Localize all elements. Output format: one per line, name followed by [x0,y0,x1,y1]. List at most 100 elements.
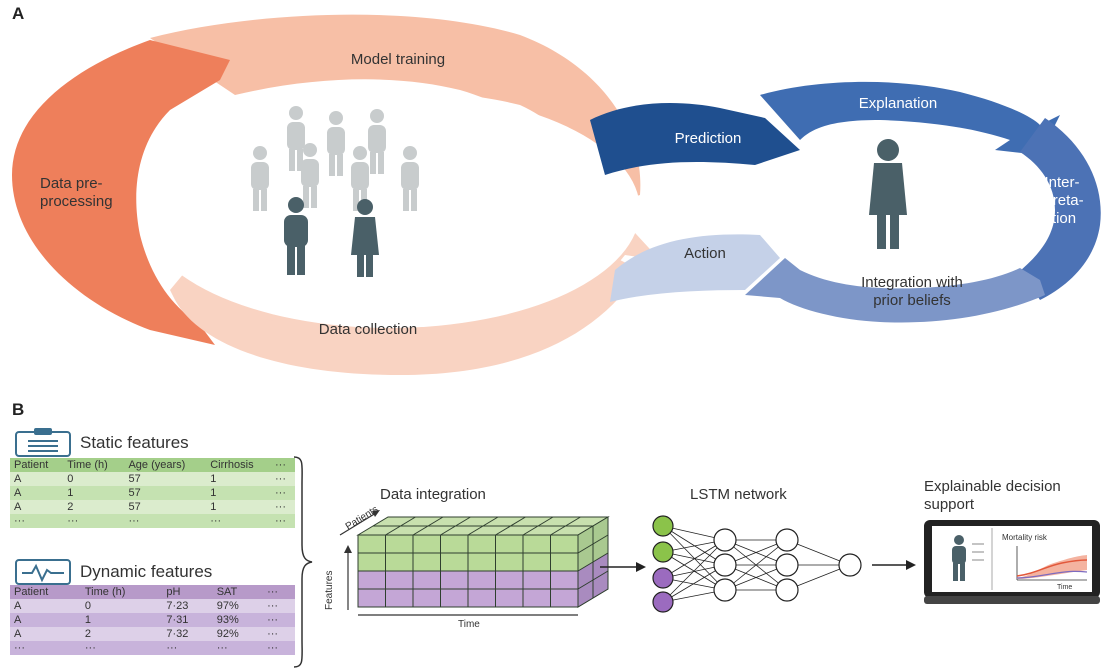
table-cell: A [10,599,81,613]
label-integration-2: prior beliefs [873,292,951,309]
label-prediction: Prediction [675,130,742,147]
table-cell: ··· [263,641,295,655]
table-cell: ··· [263,613,295,627]
axis-label-features: Features [324,571,335,610]
table-header-cell: pH [162,585,213,599]
table-cell: A [10,627,81,641]
table-cell: 57 [124,472,207,486]
label-interpretation-3: tion [1052,210,1076,227]
table-cell: 92% [212,627,264,641]
label-interpretation-1: Inter- [1044,174,1079,191]
table-cell: 2 [63,500,125,514]
table-cell: ··· [263,599,295,613]
label-data-preprocessing-2: processing [40,193,113,210]
person-icon [284,197,308,275]
label-model-training: Model training [351,51,445,68]
data-integration-cube: Patients Features Time [324,505,610,630]
table-cell: ··· [271,472,295,486]
table-cell: 97% [212,599,264,613]
screen-chart-title: Mortality risk [1002,533,1048,542]
person-icon [351,199,379,277]
table-cell: A [10,613,81,627]
screen-person-icon [952,535,966,581]
table-cell: ··· [124,514,207,528]
table-cell: ··· [63,514,125,528]
table-cell: ··· [263,627,295,641]
hidden-node [713,528,737,552]
screen-axis-label: Time [1057,584,1072,591]
table-header-cell: Patient [10,585,81,599]
model-training-arrow [150,14,641,226]
hidden-node [713,553,737,577]
lstm-network-title: LSTM network [690,486,787,503]
table-cell: 57 [124,486,207,500]
arrow-to-lstm-icon [600,562,646,572]
label-interpretation-2: preta- [1044,192,1083,209]
table-cell: 1 [80,613,163,627]
table-header-cell: Time (h) [63,458,125,472]
lstm-network-diagram [652,515,862,613]
table-row: ··· ··· ··· ··· ··· [10,514,295,528]
patient-person-icon [869,139,907,249]
table-cell: 2 [80,627,163,641]
action-arrow [610,234,780,302]
monitor-pulse-icon [15,559,71,585]
table-header-row: Patient Time (h) Age (years) Cirrhosis ·… [10,458,295,472]
table-cell: 0 [63,472,125,486]
table-header-row: Patient Time (h) pH SAT ··· [10,585,295,599]
dynamic-features-table: Patient Time (h) pH SAT ··· A 0 7·23 97%… [10,585,295,655]
table-cell: ··· [10,641,81,655]
table-cell: ··· [271,500,295,514]
static-features-title: Static features [80,433,189,452]
table-cell: A [10,472,64,486]
input-node [652,541,674,563]
table-cell: ··· [162,641,213,655]
table-row: A 2 57 1 ··· [10,500,295,514]
table-cell: ··· [271,514,295,528]
table-cell: ··· [206,514,272,528]
table-cell: 93% [212,613,264,627]
table-row: A 1 57 1 ··· [10,486,295,500]
axis-label-time: Time [458,619,480,630]
table-cell: 7·32 [162,627,213,641]
table-cell: 1 [206,500,272,514]
table-header-cell: Age (years) [124,458,207,472]
table-cell: 0 [80,599,163,613]
table-header-cell: Cirrhosis [206,458,272,472]
interpretation-arrow [1015,118,1101,300]
panel-a-cycle-diagram: Model training Data pre- processing Data… [12,14,1101,375]
integration-arrow [745,258,1045,323]
label-explanation: Explanation [859,95,937,112]
table-header-cell: ··· [263,585,295,599]
table-header-cell: ··· [271,458,295,472]
table-header-cell: Patient [10,458,64,472]
crowd-person-icons [251,106,419,211]
clipboard-icon [15,428,71,457]
data-integration-title: Data integration [380,486,486,503]
table-header-cell: SAT [212,585,264,599]
output-node [838,553,862,577]
table-row: A 2 7·32 92% ··· [10,627,295,641]
panel-a-letter: A [12,4,25,23]
dynamic-features-header: Dynamic features [14,558,212,586]
arrow-to-decision-icon [872,560,916,570]
table-cell: ··· [80,641,163,655]
input-node [652,515,674,537]
table-header-cell: Time (h) [80,585,163,599]
label-integration-1: Integration with [861,274,963,291]
table-cell: A [10,500,64,514]
explanation-arrow [760,81,1060,155]
table-cell: 7·23 [162,599,213,613]
decision-support-laptop: Mortality risk Time [924,520,1100,604]
prediction-arrow [590,103,800,175]
decision-support-title-2: support [924,496,975,513]
hidden-node [713,578,737,602]
table-cell: ··· [212,641,264,655]
data-preprocessing-arrow [12,40,230,345]
label-data-preprocessing-1: Data pre- [40,175,103,192]
table-cell: 1 [206,486,272,500]
static-features-header: Static features [14,428,189,458]
hidden-node [775,578,799,602]
table-cell: 1 [63,486,125,500]
table-row: A 1 7·31 93% ··· [10,613,295,627]
